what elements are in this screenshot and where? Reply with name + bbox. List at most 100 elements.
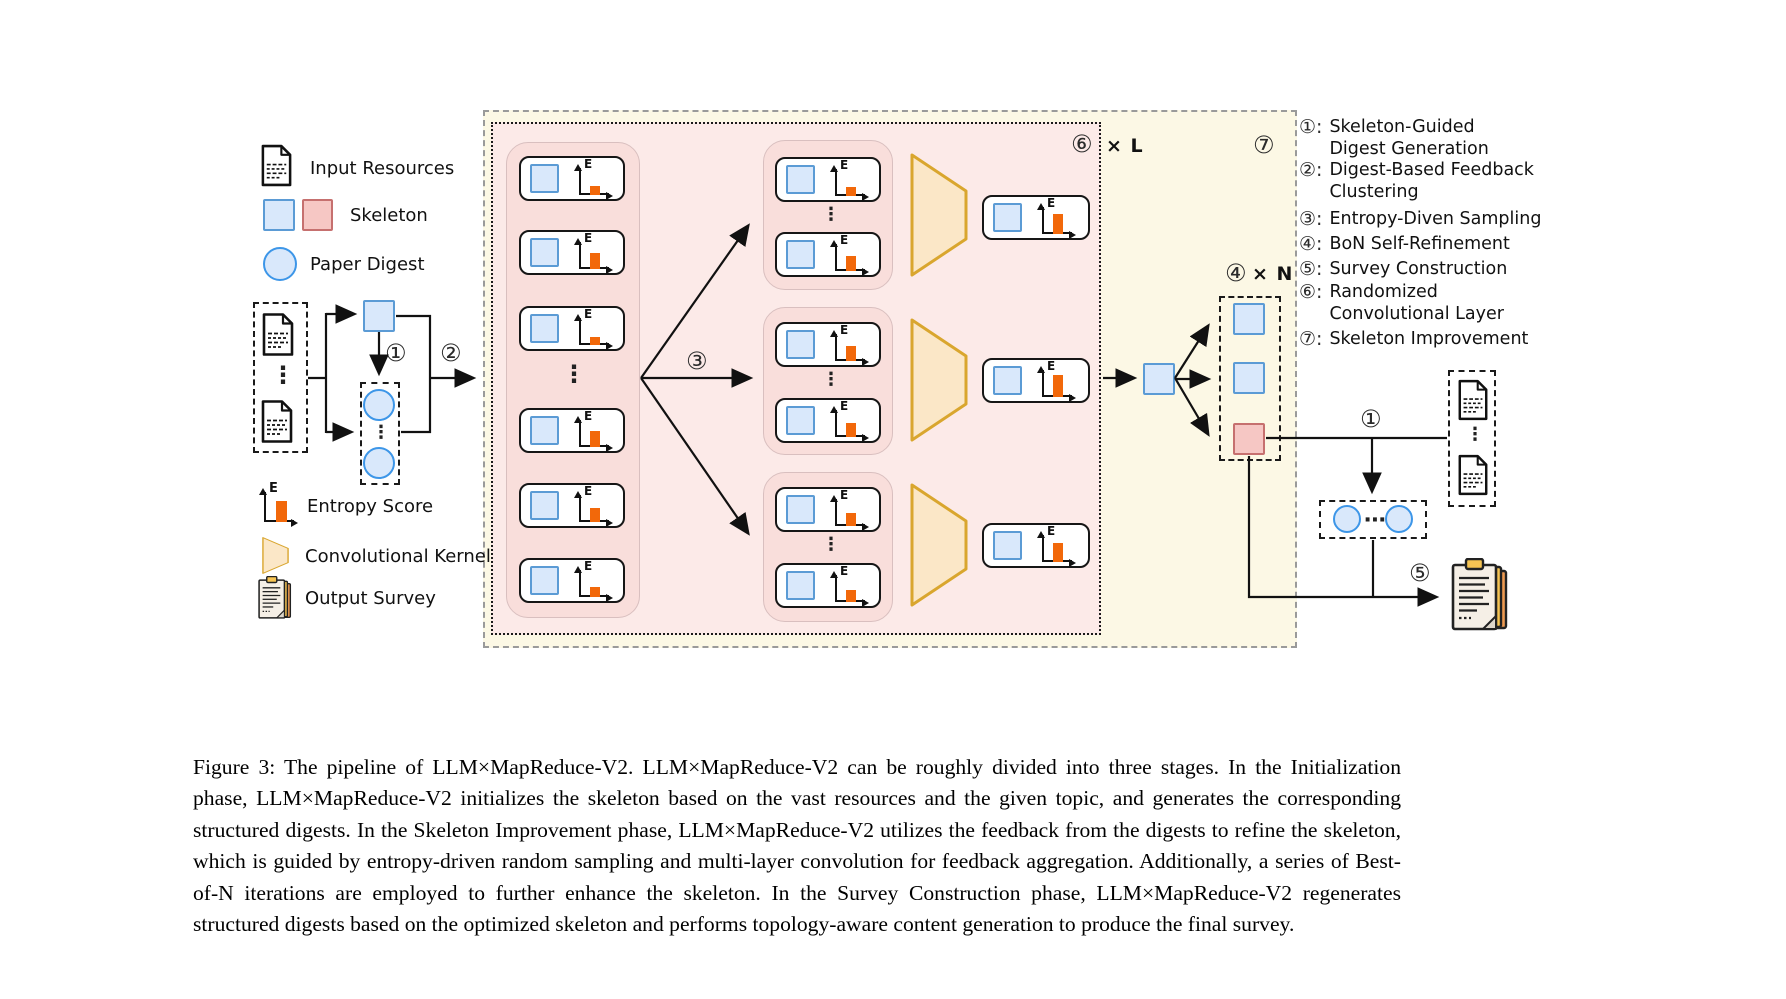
skeleton-node [993,203,1022,232]
legend-item-step6: ⑥: Randomized Convolutional Layer [1299,281,1504,324]
legend-item-step5: ⑤: Survey Construction [1299,258,1508,280]
step-3-badge: ③ [686,347,708,375]
step-1-badge: ① [385,339,407,367]
resources-box-right [1448,370,1496,507]
step-1-badge-right: ① [1360,405,1382,433]
entropy-chart: E [574,308,613,350]
step-7-badge: ⑦ [1253,131,1275,159]
legend-item-step1: ①: Skeleton-Guided Digest Generation [1299,116,1489,159]
convolutional-kernel-icon [262,537,289,574]
document-icon [1456,454,1490,496]
entropy-chart: E [1037,525,1076,567]
input-resources-box [253,302,308,453]
legend-entropy-score: Entropy Score [307,496,434,517]
legend-item-step3: ③: Entropy-Diven Sampling [1299,208,1542,230]
entropy-score-icon: E [259,482,298,527]
ellipsis: ⋮ [562,360,586,388]
entropy-chart: E [574,232,613,274]
digest-entropy-card: E [519,306,625,351]
legend-item-step7: ⑦: Skeleton Improvement [1299,328,1529,350]
ellipsis: ⋮ [822,534,840,555]
digest-entropy-card: E [519,230,625,275]
skeleton-square [1233,303,1265,335]
digest-entropy-card: E [519,156,625,201]
step-marker: ④: [1299,233,1323,255]
skeleton-pink-swatch [302,199,333,231]
aggregated-feedback-card: E [982,523,1090,568]
digest-entropy-card: E [775,232,881,277]
output-survey-icon [1448,558,1512,636]
entropy-chart: E [574,410,613,452]
digest-cluster-column [506,142,640,618]
skeleton-node [786,495,815,524]
bon-multiplier: × N [1252,263,1294,285]
step-marker: ⑦: [1299,328,1323,350]
ellipsis: ⋮ [822,369,840,390]
convolutional-kernel [910,153,968,277]
entropy-chart: E [574,158,613,200]
legend-conv-kernel: Convolutional Kernel [305,546,491,567]
digest-entropy-card: E [775,563,881,608]
legend-input-resources: Input Resources [310,158,455,179]
skeleton-node [530,566,559,595]
digest-entropy-card: E [775,398,881,443]
skeleton-node [786,330,815,359]
conv-layers-multiplier: × L [1106,135,1144,157]
entropy-chart: E [830,234,869,276]
document-icon [259,399,295,444]
digest-entropy-card: E [775,322,881,367]
skeleton-square-refined [1233,423,1265,455]
skeleton-node [530,238,559,267]
legend-skeleton: Skeleton [350,205,428,226]
step-marker: ③: [1299,208,1323,230]
document-icon [260,312,296,357]
step-marker: ⑥: [1299,281,1323,303]
digest-entropy-card: E [519,483,625,528]
entropy-chart: E [830,400,869,442]
digest-entropy-card: E [775,157,881,202]
legend-output-survey: Output Survey [305,588,436,609]
step-6-badge: ⑥ [1071,130,1093,158]
entropy-bar [276,501,287,522]
step-4-badge: ④ [1225,259,1247,287]
convolutional-kernel [910,483,968,607]
ellipsis: ⋮ [822,204,840,225]
legend-paper-digest: Paper Digest [310,254,425,275]
ellipsis: ⋮ [271,361,295,389]
ellipsis: ⋮ [1466,424,1484,445]
entropy-chart: E [574,485,613,527]
skeleton-blue-swatch [263,199,295,231]
skeleton-node [786,571,815,600]
paper-digest-circle [363,447,395,479]
skeleton-node [786,406,815,435]
paper-digest-circle [363,389,395,421]
skeleton-node [786,165,815,194]
output-survey-icon [256,576,294,622]
step-marker: ②: [1299,159,1323,181]
digest-box [360,382,400,485]
digest-entropy-card: E [519,558,625,603]
document-icon [1456,379,1490,421]
skeleton-node [530,491,559,520]
legend-item-step2: ②: Digest-Based Feedback Clustering [1299,159,1534,202]
skeleton-square [363,300,395,332]
paper-digest-circle [1333,505,1361,533]
step-2-badge: ② [440,339,462,367]
document-icon [259,144,294,187]
step-marker: ①: [1299,116,1323,138]
skeleton-node [530,164,559,193]
entropy-chart: E [1037,197,1076,239]
convolutional-kernel [910,318,968,442]
entropy-chart: E [574,560,613,602]
skeleton-node [993,366,1022,395]
entropy-chart: E [830,324,869,366]
legend-item-step4: ④: BoN Self-Refinement [1299,233,1510,255]
digest-entropy-card: E [519,408,625,453]
step-5-badge: ⑤ [1409,559,1431,587]
aggregated-feedback-card: E [982,195,1090,240]
entropy-chart: E [830,159,869,201]
skeleton-square [1233,362,1265,394]
skeleton-node [530,314,559,343]
aggregated-feedback-card: E [982,358,1090,403]
ellipsis: ⋮ [372,422,390,443]
